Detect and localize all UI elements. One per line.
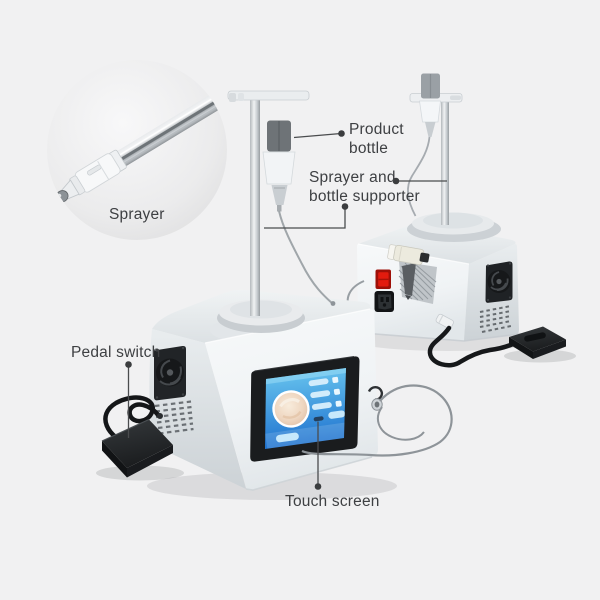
label-touch-screen: Touch screen (285, 493, 380, 510)
foreground-fan-grille (154, 345, 186, 401)
foreground-pedal-switch (96, 395, 184, 481)
background-pedal-cable (427, 325, 516, 368)
background-vent-slots (479, 305, 512, 333)
background-fan-grille (485, 261, 513, 303)
label-product-bottle: Product bottle (349, 121, 404, 157)
screen-control-rows (308, 376, 342, 410)
background-sprayer-handle (387, 244, 430, 266)
screen-button-left (276, 432, 299, 443)
background-product-bottle (406, 73, 441, 217)
label-sprayer-text: Sprayer (109, 206, 165, 223)
screen-photo-circle (272, 390, 310, 428)
background-support-pole (441, 95, 449, 225)
foreground-vent-slots (154, 400, 194, 435)
background-pedal-connector (435, 313, 454, 329)
background-bottle-tube (406, 136, 431, 217)
screen-button-right (328, 410, 346, 419)
foreground-machine (147, 90, 453, 500)
screen-nav-pill (313, 416, 324, 422)
foreground-machine-shadow (147, 472, 397, 500)
label-sprayer-and-bottle-supporter: Sprayer and bottle supporter (309, 169, 420, 205)
power-socket (374, 291, 394, 312)
foreground-support-crossbar (227, 90, 310, 101)
label-sprayer: Sprayer (109, 205, 165, 224)
foreground-pedal-cable (103, 395, 162, 449)
foreground-support-pole (250, 98, 260, 316)
foreground-bottle-tube (278, 210, 334, 305)
leader-product-bottle (293, 132, 342, 139)
background-sprayer-holster (387, 244, 437, 304)
foreground-hose-cable (301, 384, 453, 457)
sprayer-inset (47, 60, 227, 240)
leader-supporter-down (264, 206, 346, 229)
foreground-product-bottle (262, 120, 336, 306)
foreground-hose-connector (367, 385, 384, 411)
annotation-dots (125, 130, 400, 490)
annotation-leaders (127, 132, 447, 487)
background-pedal-switch (427, 313, 576, 368)
touch-screen (250, 356, 360, 462)
background-sprayer-nozzle (402, 263, 416, 296)
power-switch (375, 269, 391, 289)
label-pedal-switch: Pedal switch (71, 344, 161, 361)
